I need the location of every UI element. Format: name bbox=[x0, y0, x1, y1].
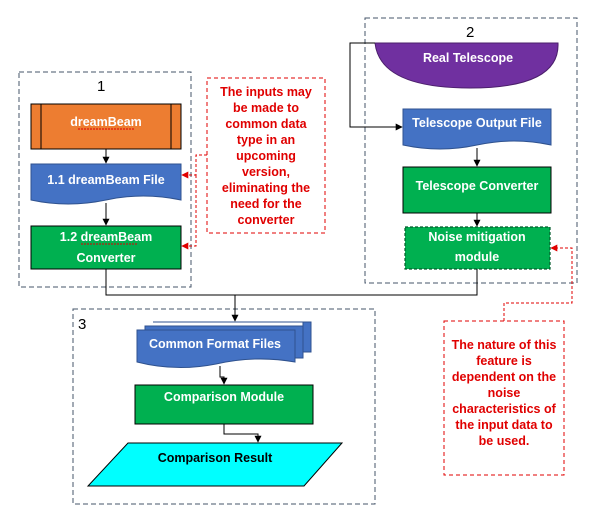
note-noise-connector bbox=[503, 244, 573, 321]
node-dreambeam: dreamBeam bbox=[30, 103, 182, 150]
node-noise-mitigation-line1: Noise mitigation bbox=[428, 230, 525, 244]
note-noise-line: the input data to bbox=[455, 418, 553, 432]
note-inputs-line: need for the bbox=[230, 197, 302, 211]
node-dreambeam-converter: 1.2 dreamBeam Converter bbox=[30, 225, 182, 270]
note-inputs-line: type in an bbox=[237, 133, 295, 147]
node-noise-mitigation-line2: module bbox=[455, 250, 499, 264]
note-noise-line: dependent on the bbox=[452, 370, 556, 384]
note-noise-line: characteristics of bbox=[452, 402, 556, 416]
group-2-number: 2 bbox=[466, 24, 474, 41]
note-inputs-text: The inputs may be made to common data ty… bbox=[220, 85, 312, 227]
note-inputs-line: converter bbox=[238, 213, 295, 227]
note-inputs-box bbox=[206, 77, 326, 234]
note-noise-line: noise bbox=[488, 386, 521, 400]
node-dreambeam-file-label: 1.1 dreamBeam File bbox=[47, 173, 164, 187]
node-dreambeam-label: dreamBeam bbox=[70, 115, 142, 129]
note-inputs-line: eliminating the bbox=[222, 181, 310, 195]
note-inputs-line: upcoming bbox=[236, 149, 296, 163]
note-noise-line: feature is bbox=[476, 354, 532, 368]
arrow-comparison-to-result bbox=[223, 424, 262, 443]
note-noise-text: The nature of this feature is dependent … bbox=[452, 338, 557, 448]
node-dreambeam-converter-line2: Converter bbox=[76, 251, 135, 265]
node-common-format-files-label: Common Format Files bbox=[149, 337, 281, 351]
group-3-number: 3 bbox=[78, 316, 86, 333]
node-telescope-converter: Telescope Converter bbox=[402, 166, 552, 214]
node-telescope-output-file: Telescope Output File bbox=[402, 108, 552, 150]
note-noise-line: The nature of this bbox=[452, 338, 557, 352]
group-3-border bbox=[72, 308, 376, 505]
note-inputs-line: common data bbox=[225, 117, 307, 131]
node-real-telescope-label: Real Telescope bbox=[423, 51, 513, 65]
note-inputs-line: be made to bbox=[233, 101, 299, 115]
line-dreambeam-converter-to-merge bbox=[105, 269, 235, 296]
node-telescope-converter-label: Telescope Converter bbox=[416, 179, 539, 193]
node-common-format-files: Common Format Files bbox=[136, 321, 312, 369]
node-dreambeam-file: 1.1 dreamBeam File bbox=[30, 163, 182, 205]
node-comparison-module: Comparison Module bbox=[134, 384, 314, 425]
node-noise-mitigation: Noise mitigation module bbox=[404, 226, 551, 270]
group-2-border bbox=[364, 17, 578, 284]
group-1-number: 1 bbox=[97, 78, 105, 95]
note-noise-line: be used. bbox=[479, 434, 530, 448]
node-real-telescope: Real Telescope bbox=[374, 42, 559, 89]
arrow-real-telescope-to-output bbox=[349, 42, 403, 131]
note-inputs-connector-top bbox=[181, 154, 207, 179]
note-inputs-connector-bottom bbox=[181, 175, 197, 250]
arrow-common-format-to-comparison bbox=[219, 366, 228, 385]
node-telescope-output-file-label: Telescope Output File bbox=[412, 116, 542, 130]
note-inputs-line: version, bbox=[242, 165, 290, 179]
node-comparison-result-label: Comparison Result bbox=[158, 451, 273, 465]
group-1-border bbox=[18, 71, 192, 288]
note-noise-box bbox=[443, 320, 565, 476]
node-comparison-module-label: Comparison Module bbox=[164, 390, 284, 404]
line-noise-to-merge bbox=[235, 269, 478, 296]
node-comparison-result: Comparison Result bbox=[86, 442, 344, 487]
node-dreambeam-converter-line1: 1.2 dreamBeam bbox=[60, 230, 152, 244]
note-inputs-line: The inputs may bbox=[220, 85, 312, 99]
